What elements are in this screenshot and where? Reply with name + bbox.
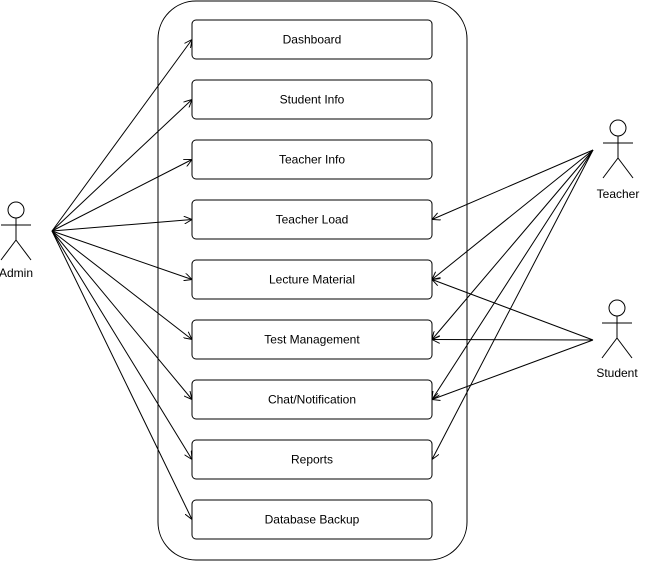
association-admin-teacher-load: [51, 220, 192, 232]
use-case-lecture-material[interactable]: Lecture Material: [191, 259, 433, 300]
association-teacher-teacher-load: [432, 149, 594, 220]
stick-figure-icon: [602, 119, 634, 179]
use-case-box: [191, 499, 433, 540]
association-admin-database-backup: [51, 230, 192, 520]
use-case-teacher-info[interactable]: Teacher Info: [191, 139, 433, 180]
use-case-label: Student Info: [280, 93, 345, 107]
association-admin-chat-notification: [51, 230, 192, 400]
use-case-box: [191, 19, 433, 60]
association-teacher-test-management: [432, 149, 594, 340]
use-case-box: [191, 79, 433, 120]
use-case-box: [191, 439, 433, 480]
use-case-box: [191, 259, 433, 300]
association-lines: [51, 40, 594, 520]
association-admin-reports: [51, 230, 192, 460]
association-teacher-lecture-material: [432, 149, 594, 280]
association-teacher-chat-notification: [432, 149, 594, 400]
use-case-label: Dashboard: [283, 33, 342, 47]
use-case-label: Lecture Material: [269, 273, 355, 287]
stick-figure-icon: [601, 299, 633, 359]
association-teacher-reports: [432, 149, 594, 460]
use-case-label: Test Management: [264, 333, 360, 347]
use-case-box: [191, 319, 433, 360]
use-case-label: Teacher Info: [279, 153, 345, 167]
use-case-student-info[interactable]: Student Info: [191, 79, 433, 120]
actor-label: Student: [596, 366, 638, 380]
use-case-box: [191, 199, 433, 240]
use-case-teacher-load[interactable]: Teacher Load: [191, 199, 433, 240]
use-case-label: Database Backup: [265, 513, 360, 527]
association-admin-test-management: [51, 230, 192, 340]
actor-label: Admin: [0, 266, 33, 280]
association-student-chat-notification: [432, 339, 594, 400]
association-admin-teacher-info: [51, 160, 192, 232]
use-case-database-backup[interactable]: Database Backup: [191, 499, 433, 540]
use-case-box: [191, 379, 433, 420]
use-case-box: [191, 139, 433, 180]
association-admin-dashboard: [51, 40, 192, 232]
actor-teacher[interactable]: Teacher: [597, 119, 640, 201]
actor-student[interactable]: Student: [596, 299, 638, 380]
use-case-test-management[interactable]: Test Management: [191, 319, 433, 360]
use-case-label: Chat/Notification: [268, 393, 356, 407]
use-case-chat-notification[interactable]: Chat/Notification: [191, 379, 433, 420]
association-student-test-management: [432, 340, 594, 341]
actor-label: Teacher: [597, 187, 640, 201]
use-case-label: Reports: [291, 453, 333, 467]
stick-figure-icon: [0, 201, 32, 261]
use-case-reports[interactable]: Reports: [191, 439, 433, 480]
actor-admin[interactable]: Admin: [0, 201, 33, 280]
association-admin-student-info: [51, 100, 192, 232]
association-admin-lecture-material: [51, 230, 192, 280]
use-case-label: Teacher Load: [276, 213, 349, 227]
use-case-dashboard[interactable]: Dashboard: [191, 19, 433, 60]
association-student-lecture-material: [432, 280, 594, 341]
